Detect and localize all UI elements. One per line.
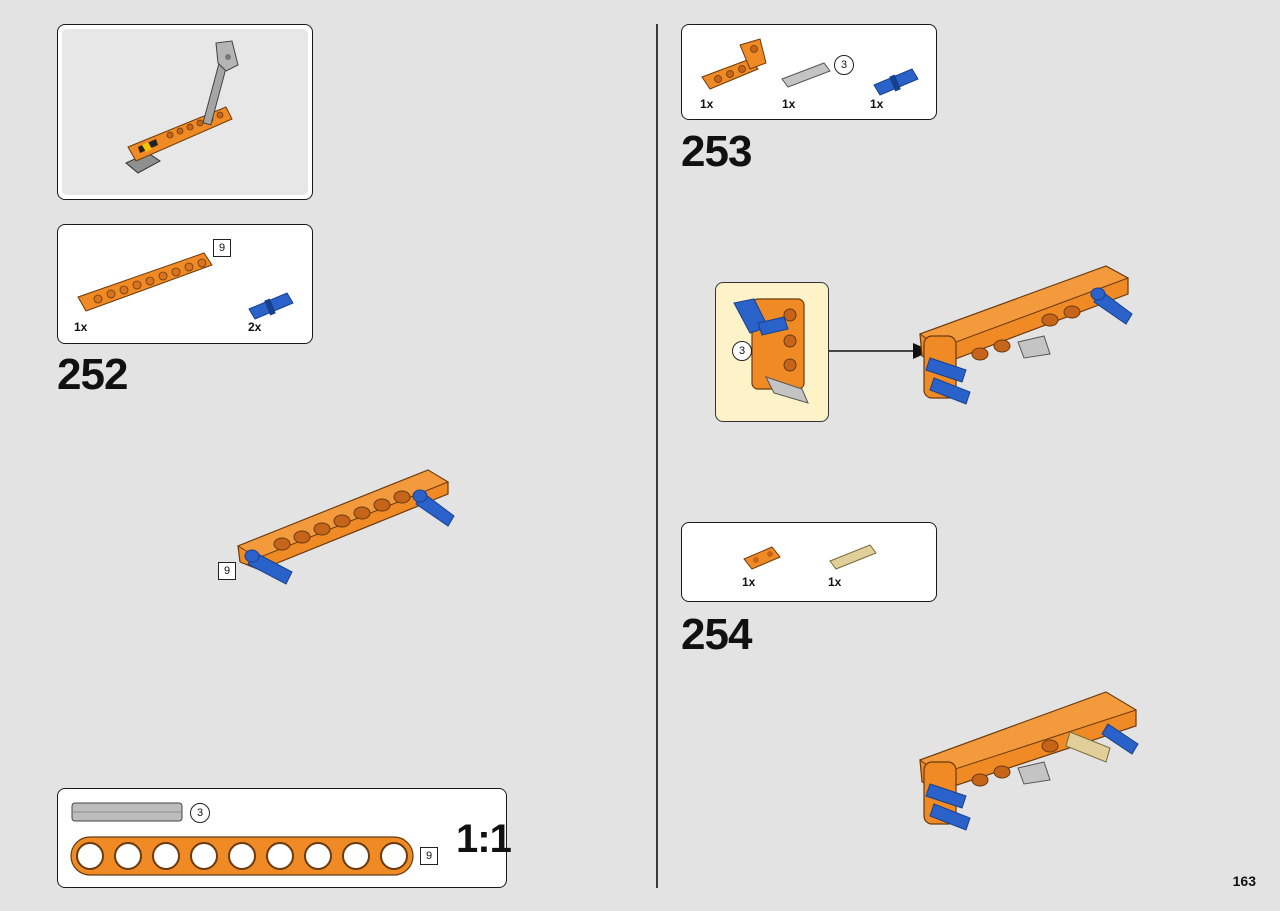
step-number: 254 [681,610,752,659]
part-qty: 1x [782,97,796,111]
gray-axle-3-icon [781,62,831,88]
part-qty: 1x [828,575,842,589]
gray-axle-3-icon [71,802,183,822]
sub-assembly-callout: 3 [715,282,829,422]
part-qty: 1x [74,320,88,334]
part-qty: 2x [248,320,262,334]
page-number: 163 [1232,873,1256,889]
step-252-assembly [236,469,455,585]
scale-reference-box: 3 9 1:1 [57,788,512,888]
beam-length-label: 9 [420,847,438,865]
scale-label: 1:1 [456,817,512,861]
previous-result-box [57,24,313,200]
part-qty: 1x [700,97,714,111]
callout-sub-assembly-icon [733,298,809,404]
axle-length-label: 3 [834,55,854,75]
callout-length-label: 3 [732,341,752,361]
orange-beam-9-icon [70,836,414,876]
part-qty: 1x [742,575,756,589]
beam-length-label: 9 [213,239,231,257]
orange-beam-9-icon [77,252,213,312]
orange-angled-beam-icon [701,38,767,90]
lever-assembly-icon [125,40,239,174]
tan-axle-pin-icon [829,544,877,570]
part-qty: 1x [870,97,884,111]
step-254-assembly [918,691,1139,831]
step-253-assembly [918,265,1133,405]
axle-length-label: 3 [190,803,210,823]
blue-pin-icon [873,68,919,96]
step-253-parts-box: 3 1x 1x 1x [681,24,937,120]
orange-beam-2-icon [743,546,781,570]
blue-pin-icon [248,292,294,320]
step-252-parts-box: 9 1x 2x [57,224,313,344]
step-254-parts-box: 1x 1x [681,522,937,602]
assembly-length-label: 9 [218,562,236,580]
step-number: 253 [681,127,752,176]
page-divider [656,24,658,888]
step-number: 252 [57,350,128,399]
